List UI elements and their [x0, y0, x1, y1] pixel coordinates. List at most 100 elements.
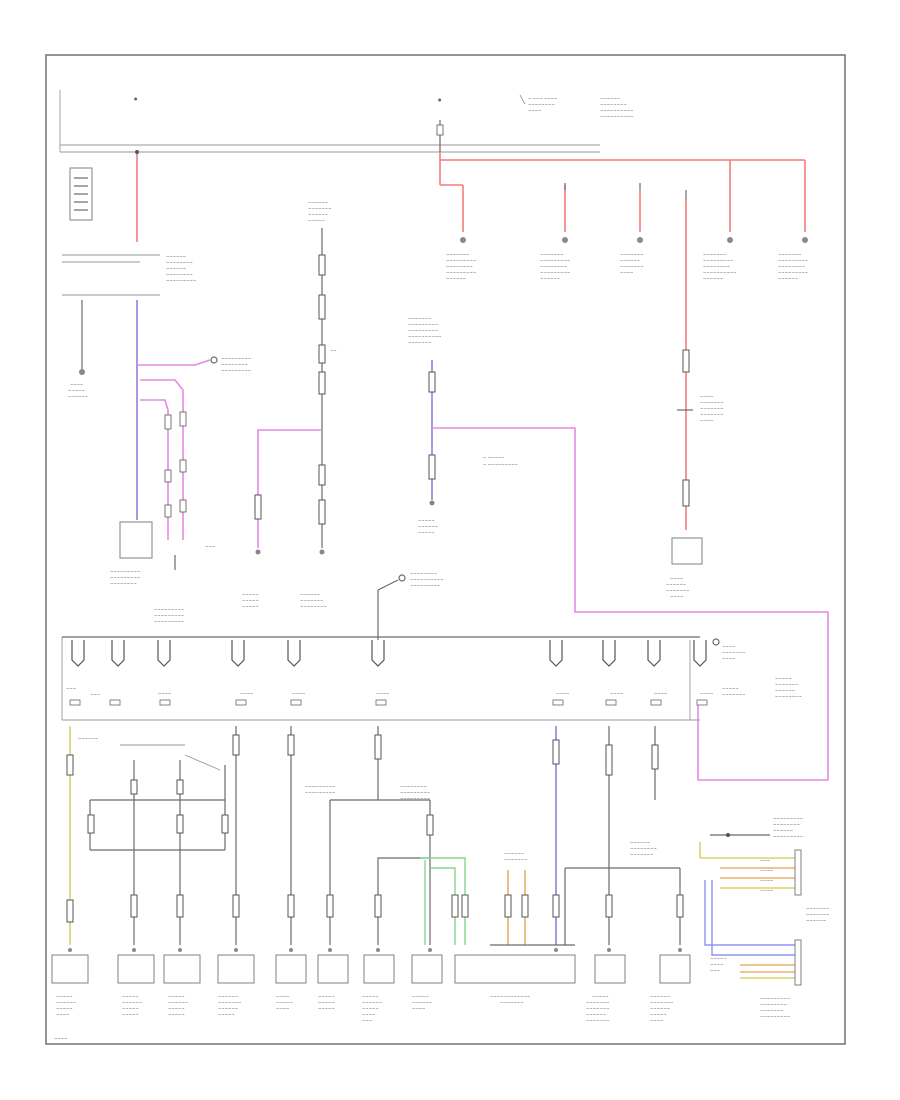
svg-text:~~~~~~~: ~~~~~~~ — [700, 412, 723, 417]
svg-text:~~~~~~: ~~~~~~ — [600, 96, 620, 101]
svg-text:~~~~~~~: ~~~~~~~ — [703, 252, 726, 257]
svg-text:~~~~~~~~: ~~~~~~~~ — [166, 260, 193, 265]
svg-text:~~~~: ~~~~ — [760, 868, 773, 873]
ground-icon — [79, 369, 85, 375]
svg-text:~~~~~~~~~~: ~~~~~~~~~~ — [410, 577, 444, 582]
svg-text:~~~~: ~~~~ — [760, 888, 773, 893]
svg-text:~~~~~~~~: ~~~~~~~~ — [760, 1002, 787, 1007]
svg-text:~~~~~: ~~~~~ — [318, 1006, 335, 1011]
svg-text:~~~~~~~~~~: ~~~~~~~~~~ — [408, 334, 442, 339]
svg-text:~~~~~~: ~~~~~~ — [650, 994, 670, 999]
svg-text:~~~~~: ~~~~~ — [362, 1006, 379, 1011]
svg-text:~~~~~: ~~~~~ — [362, 994, 379, 999]
svg-text:~~~~~~~~~: ~~~~~~~~~ — [703, 258, 733, 263]
svg-text:~~~~~~~: ~~~~~~~ — [760, 1008, 783, 1013]
svg-text:~~~~~~~: ~~~~~~~ — [586, 1018, 609, 1023]
svg-text:~~~~~~: ~~~~~~ — [68, 394, 88, 399]
svg-text:~~~~~~~~~: ~~~~~~~~~ — [305, 784, 335, 789]
bottom-section: ~~~~~~ ~~~~~~~~~~~~~~~~~~ ~~~~~~~~ — [51, 726, 829, 1041]
svg-text:~~~~~: ~~~~~ — [68, 388, 85, 393]
svg-text:~~~~: ~~~~ — [276, 1006, 289, 1011]
svg-text:~~~~~~~: ~~~~~~~ — [540, 252, 563, 257]
svg-text:~~~~~~~~~: ~~~~~~~~~ — [221, 368, 251, 373]
top-power-section: ● ● ~ ~~~ ~~~~ ~~~~~~~~ ~~~~ ~~~~~~ ~~~~… — [59, 90, 808, 530]
svg-text:~~~~~~~~: ~~~~~~~~ — [300, 604, 327, 609]
svg-text:~~~~~~: ~~~~~~ — [412, 1000, 432, 1005]
svg-text:~~~~~: ~~~~~ — [56, 994, 73, 999]
svg-text:~~~~~~: ~~~~~~ — [308, 200, 328, 205]
connector-icon — [398, 574, 406, 582]
svg-text:~ ~~~~~~~~~: ~ ~~~~~~~~~ — [483, 462, 518, 467]
svg-text:~~~~~~~~~: ~~~~~~~~~ — [446, 258, 476, 263]
svg-text:~~~~~: ~~~~~ — [122, 1012, 139, 1017]
svg-text:~~~~~: ~~~~~ — [418, 518, 435, 523]
svg-text:~~~~: ~~~~ — [412, 1006, 425, 1011]
svg-text:~~~~~~~: ~~~~~~~ — [586, 1000, 609, 1005]
svg-text:~~~~~~~~~: ~~~~~~~~~ — [154, 607, 184, 612]
svg-text:~~~~~~~: ~~~~~~~ — [806, 906, 829, 911]
svg-text:~~~~: ~~~~ — [710, 962, 723, 967]
svg-text:~~~~~~~: ~~~~~~~ — [806, 912, 829, 917]
svg-text:~~~~~~~: ~~~~~~~ — [408, 316, 431, 321]
svg-text:~~~~~~~~~: ~~~~~~~~~ — [408, 322, 438, 327]
svg-text:~~~~~~~: ~~~~~~~ — [666, 588, 689, 593]
svg-text:~~~~~~~: ~~~~~~~ — [700, 406, 723, 411]
svg-text:~~~~~: ~~~~~ — [242, 598, 259, 603]
svg-text:~~~~~~: ~~~~~~ — [806, 918, 826, 923]
svg-text:~~~~~: ~~~~~ — [122, 1006, 139, 1011]
svg-text:~~~~~: ~~~~~ — [418, 530, 435, 535]
fuse-block: ~~~~~~ ~~~~~~~~ ~~~~~~~~ ~~~~~~~~ ~~~~~~… — [61, 636, 802, 721]
svg-text:~~~~~~~~: ~~~~~~~~ — [528, 102, 555, 107]
svg-text:~~~~~~~~~: ~~~~~~~~~ — [760, 996, 790, 1001]
svg-text:~~~~~~~~~: ~~~~~~~~~ — [760, 1014, 790, 1019]
svg-text:~~~~: ~~~~ — [700, 394, 713, 399]
svg-text:~~~~~~~~~: ~~~~~~~~~ — [408, 328, 438, 333]
svg-text:~~~~~~~~~: ~~~~~~~~~ — [166, 278, 196, 283]
svg-text:~~~~~~~~~: ~~~~~~~~~ — [778, 258, 808, 263]
svg-text:~~~~~: ~~~~~ — [308, 218, 325, 223]
svg-text:~~~~~~~~~: ~~~~~~~~~ — [110, 569, 140, 574]
svg-text:~~~~~~~~~: ~~~~~~~~~ — [446, 270, 476, 275]
svg-text:~~~~~~~~~: ~~~~~~~~~ — [540, 258, 570, 263]
svg-text:~~~~~: ~~~~~ — [722, 686, 739, 691]
svg-text:~~~~: ~~~~ — [722, 644, 735, 649]
svg-text:~~~~~: ~~~~~ — [218, 1012, 235, 1017]
svg-text:~~~~~~~~: ~~~~~~~~ — [773, 822, 800, 827]
svg-text:~~~~~~: ~~~~~~ — [540, 276, 560, 281]
svg-text:~~~~~~~~~: ~~~~~~~~~ — [154, 619, 184, 624]
svg-text:~~~~~~~~~: ~~~~~~~~~ — [305, 790, 335, 795]
svg-text:~~~~~~~: ~~~~~~~ — [775, 682, 798, 687]
svg-text:~~~~: ~~~~ — [650, 1018, 663, 1023]
svg-text:~~~~~~: ~~~~~~ — [773, 828, 793, 833]
svg-text:●: ● — [438, 97, 442, 102]
svg-text:~~~~~: ~~~~~ — [775, 676, 792, 681]
svg-text:~~~~~~: ~~~~~~ — [362, 1000, 382, 1005]
svg-text:~~~~~~~~~~~~: ~~~~~~~~~~~~ — [490, 994, 530, 999]
svg-text:~~~: ~~~ — [710, 968, 720, 973]
svg-text:~~~~~: ~~~~~ — [710, 956, 727, 961]
svg-text:~~~~~~~: ~~~~~~~ — [308, 206, 331, 211]
svg-text:~~~~~~~: ~~~~~~~ — [722, 692, 745, 697]
svg-text:~~~~~~~~~: ~~~~~~~~~ — [778, 270, 808, 275]
svg-text:~~~~: ~~~~ — [722, 656, 735, 661]
svg-text:~~~~~~~: ~~~~~~~ — [650, 1000, 673, 1005]
svg-text:~~~~~~: ~~~~~~ — [650, 1006, 670, 1011]
svg-text:~~~~~: ~~~~~ — [122, 994, 139, 999]
svg-text:~~~~~~: ~~~~~~ — [300, 592, 320, 597]
svg-text:~~~~~~: ~~~~~~ — [778, 276, 798, 281]
svg-text:~~~~~~~: ~~~~~~~ — [722, 650, 745, 655]
svg-text:~~~~~~: ~~~~~~ — [56, 1000, 76, 1005]
svg-text:~~~~: ~~~~ — [700, 418, 713, 423]
svg-text:~~~~: ~~~~ — [620, 270, 633, 275]
svg-text:~~~~~~: ~~~~~~ — [504, 851, 524, 856]
svg-text:~~~: ~~~ — [90, 692, 100, 697]
svg-text:~~~~~~: ~~~~~~ — [703, 276, 723, 281]
svg-text:~~~~: ~~~~ — [654, 691, 667, 696]
svg-text:~~~~~~~: ~~~~~~~ — [630, 852, 653, 857]
svg-text:~~: ~~ — [330, 348, 337, 353]
svg-text:~~~~~~~~: ~~~~~~~~ — [778, 264, 805, 269]
svg-text:~~~~~~~: ~~~~~~~ — [778, 252, 801, 257]
svg-text:~~~~~~: ~~~~~~ — [308, 212, 328, 217]
svg-text:~~~: ~~~ — [362, 1018, 372, 1023]
svg-text:~~~~~~~~: ~~~~~~~~ — [166, 272, 193, 277]
